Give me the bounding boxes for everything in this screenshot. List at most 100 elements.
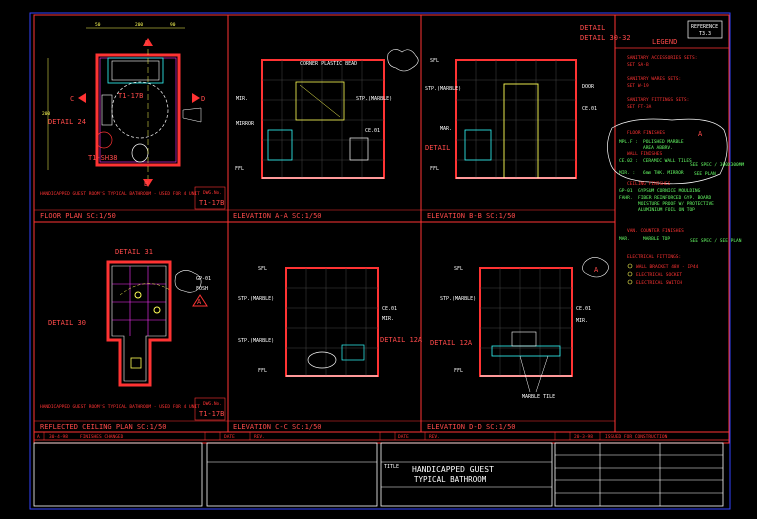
svg-text:DWG.No.: DWG.No. [203,190,222,196]
svg-text:CEILING FINISHES: CEILING FINISHES [627,181,671,187]
floor-plan-detail-callout: DETAIL 24 [48,118,86,126]
svg-text:FFL: FFL [258,368,267,374]
svg-text:HANDICAPPED GUEST ROOM'S TYPIC: HANDICAPPED GUEST ROOM'S TYPICAL BATHROO… [40,404,200,410]
revision-strip: A 30-4-98 FINISHES CHANGED DATE REV. DAT… [34,432,729,441]
svg-text:GP-01: GP-01 [196,276,211,282]
svg-text:CERAMIC WALL TILES: CERAMIC WALL TILES [643,158,692,164]
svg-text:GYPSUM CORNICE MOULDING: GYPSUM CORNICE MOULDING [638,188,701,194]
elevation-cc-title: ELEVATION C-C SC:1/50 [233,423,322,431]
svg-text:A: A [37,434,40,440]
svg-text:FINISHES CHANGED: FINISHES CHANGED [80,434,124,440]
outer-frame [29,12,731,510]
elevation-cc-detail: DETAIL 12A [380,336,423,344]
svg-text:MIR.: MIR. [382,316,394,322]
elevation-bb-title: ELEVATION B-B SC:1/50 [427,212,516,220]
svg-text:STP.(MARBLE): STP.(MARBLE) [238,296,274,302]
rcp-detail-left: DETAIL 30 [48,319,86,327]
elevation-dd-detail: DETAIL 12A [430,339,473,347]
drawing-title-line1: HANDICAPPED GUEST [412,465,494,474]
svg-text:MAR.: MAR. [440,126,452,132]
svg-text:CE.01: CE.01 [382,306,397,312]
svg-text:A: A [197,298,202,306]
svg-text:DETAIL 30-32: DETAIL 30-32 [580,34,631,42]
svg-text:200: 200 [135,22,143,28]
svg-text:TITLE: TITLE [384,464,399,470]
svg-text:30-4-98: 30-4-98 [49,434,68,440]
svg-text:DATE: DATE [224,434,235,440]
svg-text:FIBER REINFORCED GYP. BOARD: FIBER REINFORCED GYP. BOARD [638,195,711,201]
svg-text:T1-17B: T1-17B [118,92,143,100]
svg-text:CE.01: CE.01 [582,106,597,112]
svg-text:REFERENCE: REFERENCE [691,24,718,30]
svg-text:FFL: FFL [454,368,463,374]
svg-text:CORNER PLASTIC BEAD: CORNER PLASTIC BEAD [300,61,357,67]
svg-text:T1-17B: T1-17B [199,199,224,207]
svg-text:WALL BRACKET 48V - IP44: WALL BRACKET 48V - IP44 [636,264,699,270]
svg-text:A: A [594,266,599,274]
svg-text:SFL: SFL [258,266,267,272]
svg-text:T1-SH38: T1-SH38 [88,154,118,162]
svg-text:A: A [144,39,149,47]
svg-text:HANDICAPPED GUEST ROOM'S TYPIC: HANDICAPPED GUEST ROOM'S TYPICAL BATHROO… [40,191,200,197]
svg-text:SEE PLAN: SEE PLAN [694,171,716,177]
svg-text:GP-01: GP-01 [619,188,633,194]
svg-text:STP.(MARBLE): STP.(MARBLE) [238,338,274,344]
svg-text:50: 50 [95,22,101,28]
svg-text:MIR.: MIR. [576,318,588,324]
svg-text:20-3-98: 20-3-98 [574,434,593,440]
svg-text:CE.02 :: CE.02 : [619,158,638,164]
svg-text:SANITARY FITTINGS SETS:: SANITARY FITTINGS SETS: [627,97,689,103]
svg-text:SET SA-B: SET SA-B [627,62,649,68]
svg-text:MIRROR: MIRROR [236,121,255,127]
svg-text:SET W-19: SET W-19 [627,83,649,89]
svg-text:DOOR: DOOR [582,84,595,90]
svg-text:MPL.F :: MPL.F : [619,139,638,145]
svg-text:MOISTURE PROOF W/ PROTECTIVE: MOISTURE PROOF W/ PROTECTIVE [638,201,714,207]
svg-text:FLOOR FINISHES: FLOOR FINISHES [627,130,665,136]
svg-text:AREA ABBRV.: AREA ABBRV. [643,145,673,151]
svg-text:STP.(MARBLE): STP.(MARBLE) [356,96,392,102]
title-block: TITLE HANDICAPPED GUEST TYPICAL BATHROOM [33,442,724,507]
rcp-title: REFLECTED CEILING PLAN SC:1/50 [40,423,166,431]
rcp-detail-top: DETAIL 31 [115,248,153,256]
svg-text:6mm THK. MIRROR: 6mm THK. MIRROR [643,170,684,176]
svg-text:SEE SPEC / 300X300MM: SEE SPEC / 300X300MM [690,162,744,168]
svg-text:90: 90 [170,22,176,28]
svg-text:MAR.: MAR. [619,236,630,242]
svg-text:SANITARY ACCESSORIES SETS:: SANITARY ACCESSORIES SETS: [627,55,697,61]
svg-text:T3.3: T3.3 [699,31,711,37]
svg-text:T1-17B: T1-17B [199,410,224,418]
svg-text:MIR.: MIR. [236,96,248,102]
legend-panel: REFERENCE T3.3 LEGEND SANITARY ACCESSORI… [607,20,744,286]
svg-text:FFL: FFL [430,166,439,172]
svg-text:MIR. :: MIR. : [619,170,635,176]
drawing-border [33,14,730,444]
svg-text:B: B [144,180,148,188]
svg-text:STP.(MARBLE): STP.(MARBLE) [425,86,461,92]
svg-text:SET FT-3A: SET FT-3A [627,104,652,110]
svg-text:DETAIL: DETAIL [425,144,450,152]
svg-text:FAHR.: FAHR. [619,195,633,201]
svg-text:FFL: FFL [235,166,244,172]
elevation-dd-title: ELEVATION D-D SC:1/50 [427,423,516,431]
svg-text:SFL: SFL [454,266,463,272]
floor-plan-title: FLOOR PLAN SC:1/50 [40,212,116,220]
svg-text:MARBLE TILE: MARBLE TILE [522,394,555,400]
svg-text:POLISHED MARBLE: POLISHED MARBLE [643,139,684,145]
rcp-drawing: DETAIL 31 DETAIL 30 GP-01 FOSH A HANDICA… [40,248,226,421]
svg-text:CE.01: CE.01 [576,306,591,312]
drawing-title-line2: TYPICAL BATHROOM [414,475,487,484]
svg-text:WALL FINISHES: WALL FINISHES [627,151,663,157]
svg-text:ISSUED FOR CONSTRUCTION: ISSUED FOR CONSTRUCTION [605,434,668,440]
svg-text:ELECTRICAL SWITCH: ELECTRICAL SWITCH [636,280,682,286]
elevation-cc-drawing: DETAIL 12A SFL FFL STP.(MARBLE) STP.(MAR… [238,266,423,377]
svg-text:MARBLE TOP: MARBLE TOP [643,236,670,242]
svg-text:REV.: REV. [254,434,265,440]
svg-text:VAN. COUNTER FINISHES: VAN. COUNTER FINISHES [627,228,684,234]
svg-text:DWG.No.: DWG.No. [203,401,222,407]
svg-text:ALUMINIUM FOIL ON TOP: ALUMINIUM FOIL ON TOP [638,207,695,213]
svg-text:STP.(MARBLE): STP.(MARBLE) [440,296,476,302]
elevation-bb-drawing: DETAIL DETAIL 30-32 DETAIL SFL FFL STP.(… [425,24,631,179]
svg-text:A: A [698,130,703,138]
